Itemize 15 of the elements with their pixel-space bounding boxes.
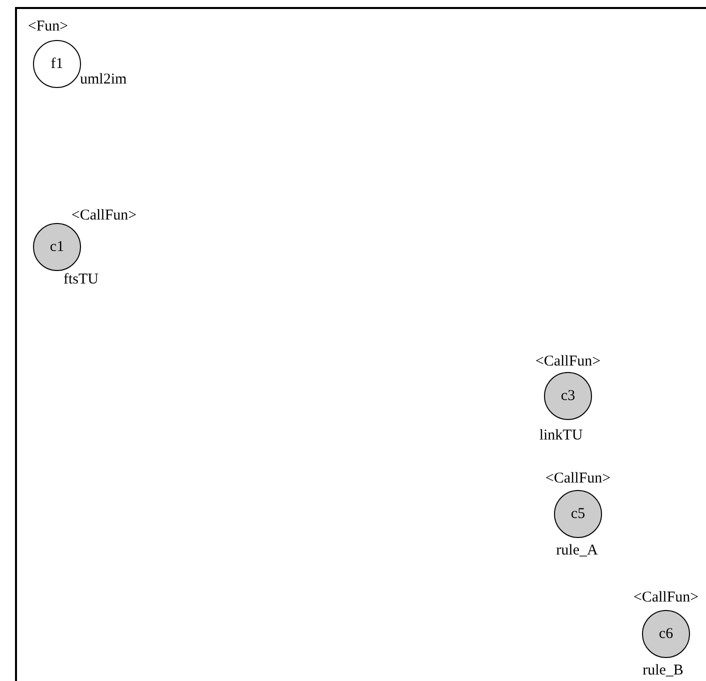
node-label: c3 bbox=[560, 388, 576, 404]
stereotype-label: <CallFun> bbox=[535, 354, 601, 370]
node-label: f1 bbox=[50, 56, 64, 72]
stereotype-label: <CallFun> bbox=[71, 208, 137, 224]
stereotype-label: <CallFun> bbox=[633, 590, 699, 606]
name-label: rule_A bbox=[556, 544, 598, 558]
name-label: uml2im bbox=[80, 72, 127, 88]
stereotype-label: <CallFun> bbox=[545, 472, 611, 486]
name-label: linkTU bbox=[539, 428, 583, 444]
name-label: rule_B bbox=[642, 664, 684, 678]
node-label: c5 bbox=[570, 506, 586, 522]
stereotype-label: <Fun> bbox=[28, 20, 68, 34]
name-label: ftsTU bbox=[64, 272, 98, 288]
node-label: c6 bbox=[658, 626, 674, 642]
node-label: c1 bbox=[50, 240, 64, 254]
